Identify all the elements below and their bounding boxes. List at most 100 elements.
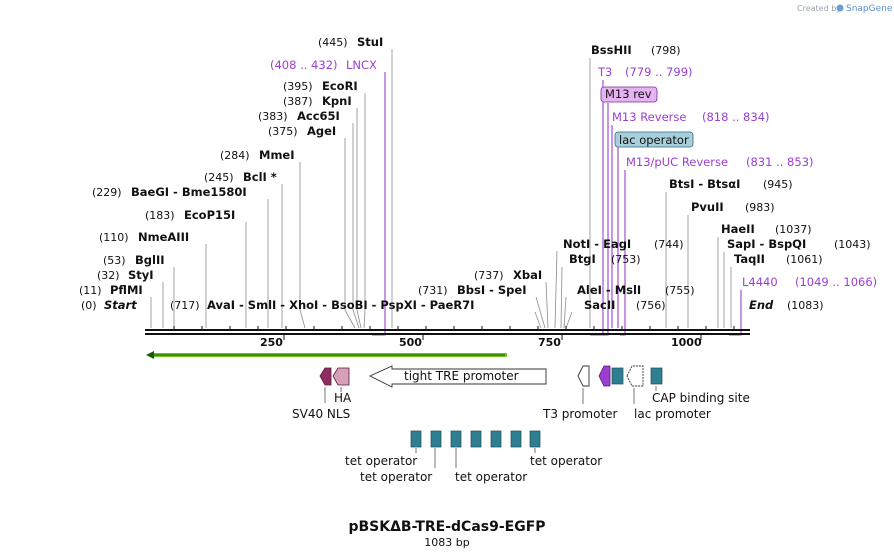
site-pos: (983) <box>745 201 775 214</box>
site-pos: (183) <box>145 209 175 222</box>
site-pos: (737) <box>474 269 504 282</box>
cap-binding-site-feature <box>650 367 663 385</box>
lac-operator-box <box>614 131 694 148</box>
start-pos: (0) <box>81 299 97 312</box>
feature-tet-operator: tet operator <box>530 454 602 468</box>
site-sacii: SacII <box>584 298 615 312</box>
site-styi: StyI <box>128 268 154 282</box>
feature-cap-binding-site: CAP binding site <box>652 391 750 405</box>
site-pos: (753) <box>611 253 641 266</box>
site-haeii: HaeII <box>721 222 755 236</box>
site-pos: (945) <box>763 178 793 191</box>
primer-l4440: L4440 <box>742 275 778 289</box>
site-pos: (245) <box>204 171 234 184</box>
feature-t3-promoter: T3 promoter <box>542 407 618 421</box>
t3-promoter-arrow <box>577 365 590 387</box>
site-pos: (395) <box>283 80 313 93</box>
site-pflmi: PflMI <box>110 283 143 297</box>
site-pos: (755) <box>665 284 695 297</box>
brand-created-by: Created by <box>797 4 841 13</box>
scale-tick-250: 250 <box>260 336 283 349</box>
feature-tet-operator: tet operator <box>455 470 527 484</box>
site-ecori: EcoRI <box>322 79 358 93</box>
brand-name: SnapGene <box>846 4 893 14</box>
site-pos: (375) <box>268 125 298 138</box>
site-noti-eagi: NotI - EagI <box>563 237 631 251</box>
site-sapi: SapI - BspQI <box>727 237 806 251</box>
tet-operator-boxes <box>410 430 541 448</box>
primer-m13puc-reverse: M13/pUC Reverse <box>626 155 728 169</box>
scale-tick-500: 500 <box>399 336 422 349</box>
site-alei-msli: AleI - MslI <box>577 283 641 297</box>
plasmid-title: pBSKΔB-TRE-dCas9-EGFP <box>348 519 545 535</box>
sequence-backbone <box>145 326 750 340</box>
site-pos: (731) <box>418 284 448 297</box>
site-xhoi-group: AvaI - SmlI - XhoI - BsoBI - PspXI - Pae… <box>207 298 474 312</box>
site-connectors <box>150 49 732 329</box>
site-pos: (1061) <box>786 253 823 266</box>
site-pos: (744) <box>654 238 684 251</box>
site-pos: (756) <box>636 299 666 312</box>
feature-ha: HA <box>334 391 352 405</box>
end-pos: (1083) <box>787 299 824 312</box>
site-pos: (717) <box>170 299 200 312</box>
feature-tight-tre-promoter: tight TRE promoter <box>404 369 519 383</box>
lac-operator-label: lac operator <box>619 133 689 147</box>
lac-promoter-arrow <box>626 365 644 387</box>
site-acc65i: Acc65I <box>297 109 340 123</box>
site-pos: (32) <box>97 269 120 282</box>
scale-tick-1000: 1000 <box>671 336 702 349</box>
site-pos: (1043) <box>834 238 871 251</box>
site-pos: (445) <box>318 36 348 49</box>
site-pos: (1037) <box>775 223 812 236</box>
site-baegi-bme1580i: BaeGI - Bme1580I <box>131 185 247 199</box>
feature-lac-promoter: lac promoter <box>634 407 711 421</box>
site-bglii: BglII <box>135 253 165 267</box>
site-agei: AgeI <box>307 124 336 138</box>
site-btgi: BtgI <box>569 252 596 266</box>
snapgene-logo-icon <box>836 4 844 12</box>
scale-tick-750: 750 <box>538 336 561 349</box>
lac-operator-feature <box>611 367 624 385</box>
ha-feature <box>332 367 350 386</box>
site-mmei: MmeI <box>259 148 295 162</box>
end-label: End <box>749 298 774 312</box>
site-pos: (383) <box>258 110 288 123</box>
site-pos: (229) <box>92 186 122 199</box>
sv40-nls-feature <box>319 367 332 386</box>
primer-m13-reverse: M13 Reverse <box>612 110 686 124</box>
primer-range: (1049 .. 1066) <box>795 275 877 289</box>
m13rev-primer-marker <box>598 365 611 387</box>
plasmid-length: 1083 bp <box>424 536 469 549</box>
site-bsshii: BssHII <box>591 43 632 57</box>
site-pos: (110) <box>99 231 129 244</box>
primer-range: (779 .. 799) <box>625 65 693 79</box>
orf-arrow <box>146 351 507 359</box>
site-bcli: BclI * <box>243 170 277 184</box>
site-pos: (53) <box>103 254 126 267</box>
start-label: Start <box>104 298 137 312</box>
site-xbai: XbaI <box>513 268 542 282</box>
site-pos: (798) <box>651 44 681 57</box>
feature-tet-operator: tet operator <box>345 454 417 468</box>
site-pvuii: PvuII <box>691 200 724 214</box>
primer-range: (831 .. 853) <box>746 155 814 169</box>
primer-m13rev-box <box>600 86 658 103</box>
primer-t3: T3 <box>597 65 612 79</box>
primer-m13rev: M13 rev <box>605 87 652 101</box>
feature-sv40-nls: SV40 NLS <box>292 407 350 421</box>
feature-leaders <box>324 386 657 468</box>
site-pos: (284) <box>220 149 250 162</box>
tight-tre-promoter-arrow <box>368 365 547 388</box>
site-pos: (387) <box>283 95 313 108</box>
site-pos: (11) <box>79 284 102 297</box>
site-nmeaiii: NmeAIII <box>138 230 189 244</box>
feature-tet-operator: tet operator <box>360 470 432 484</box>
site-btsi: BtsI - BtsαI <box>669 177 740 191</box>
site-ecop15i: EcoP15I <box>184 208 235 222</box>
primer-range: (408 .. 432) <box>270 58 338 72</box>
primer-range: (818 .. 834) <box>702 110 770 124</box>
site-kpni: KpnI <box>322 94 352 108</box>
primer-lncx: LNCX <box>346 58 377 72</box>
